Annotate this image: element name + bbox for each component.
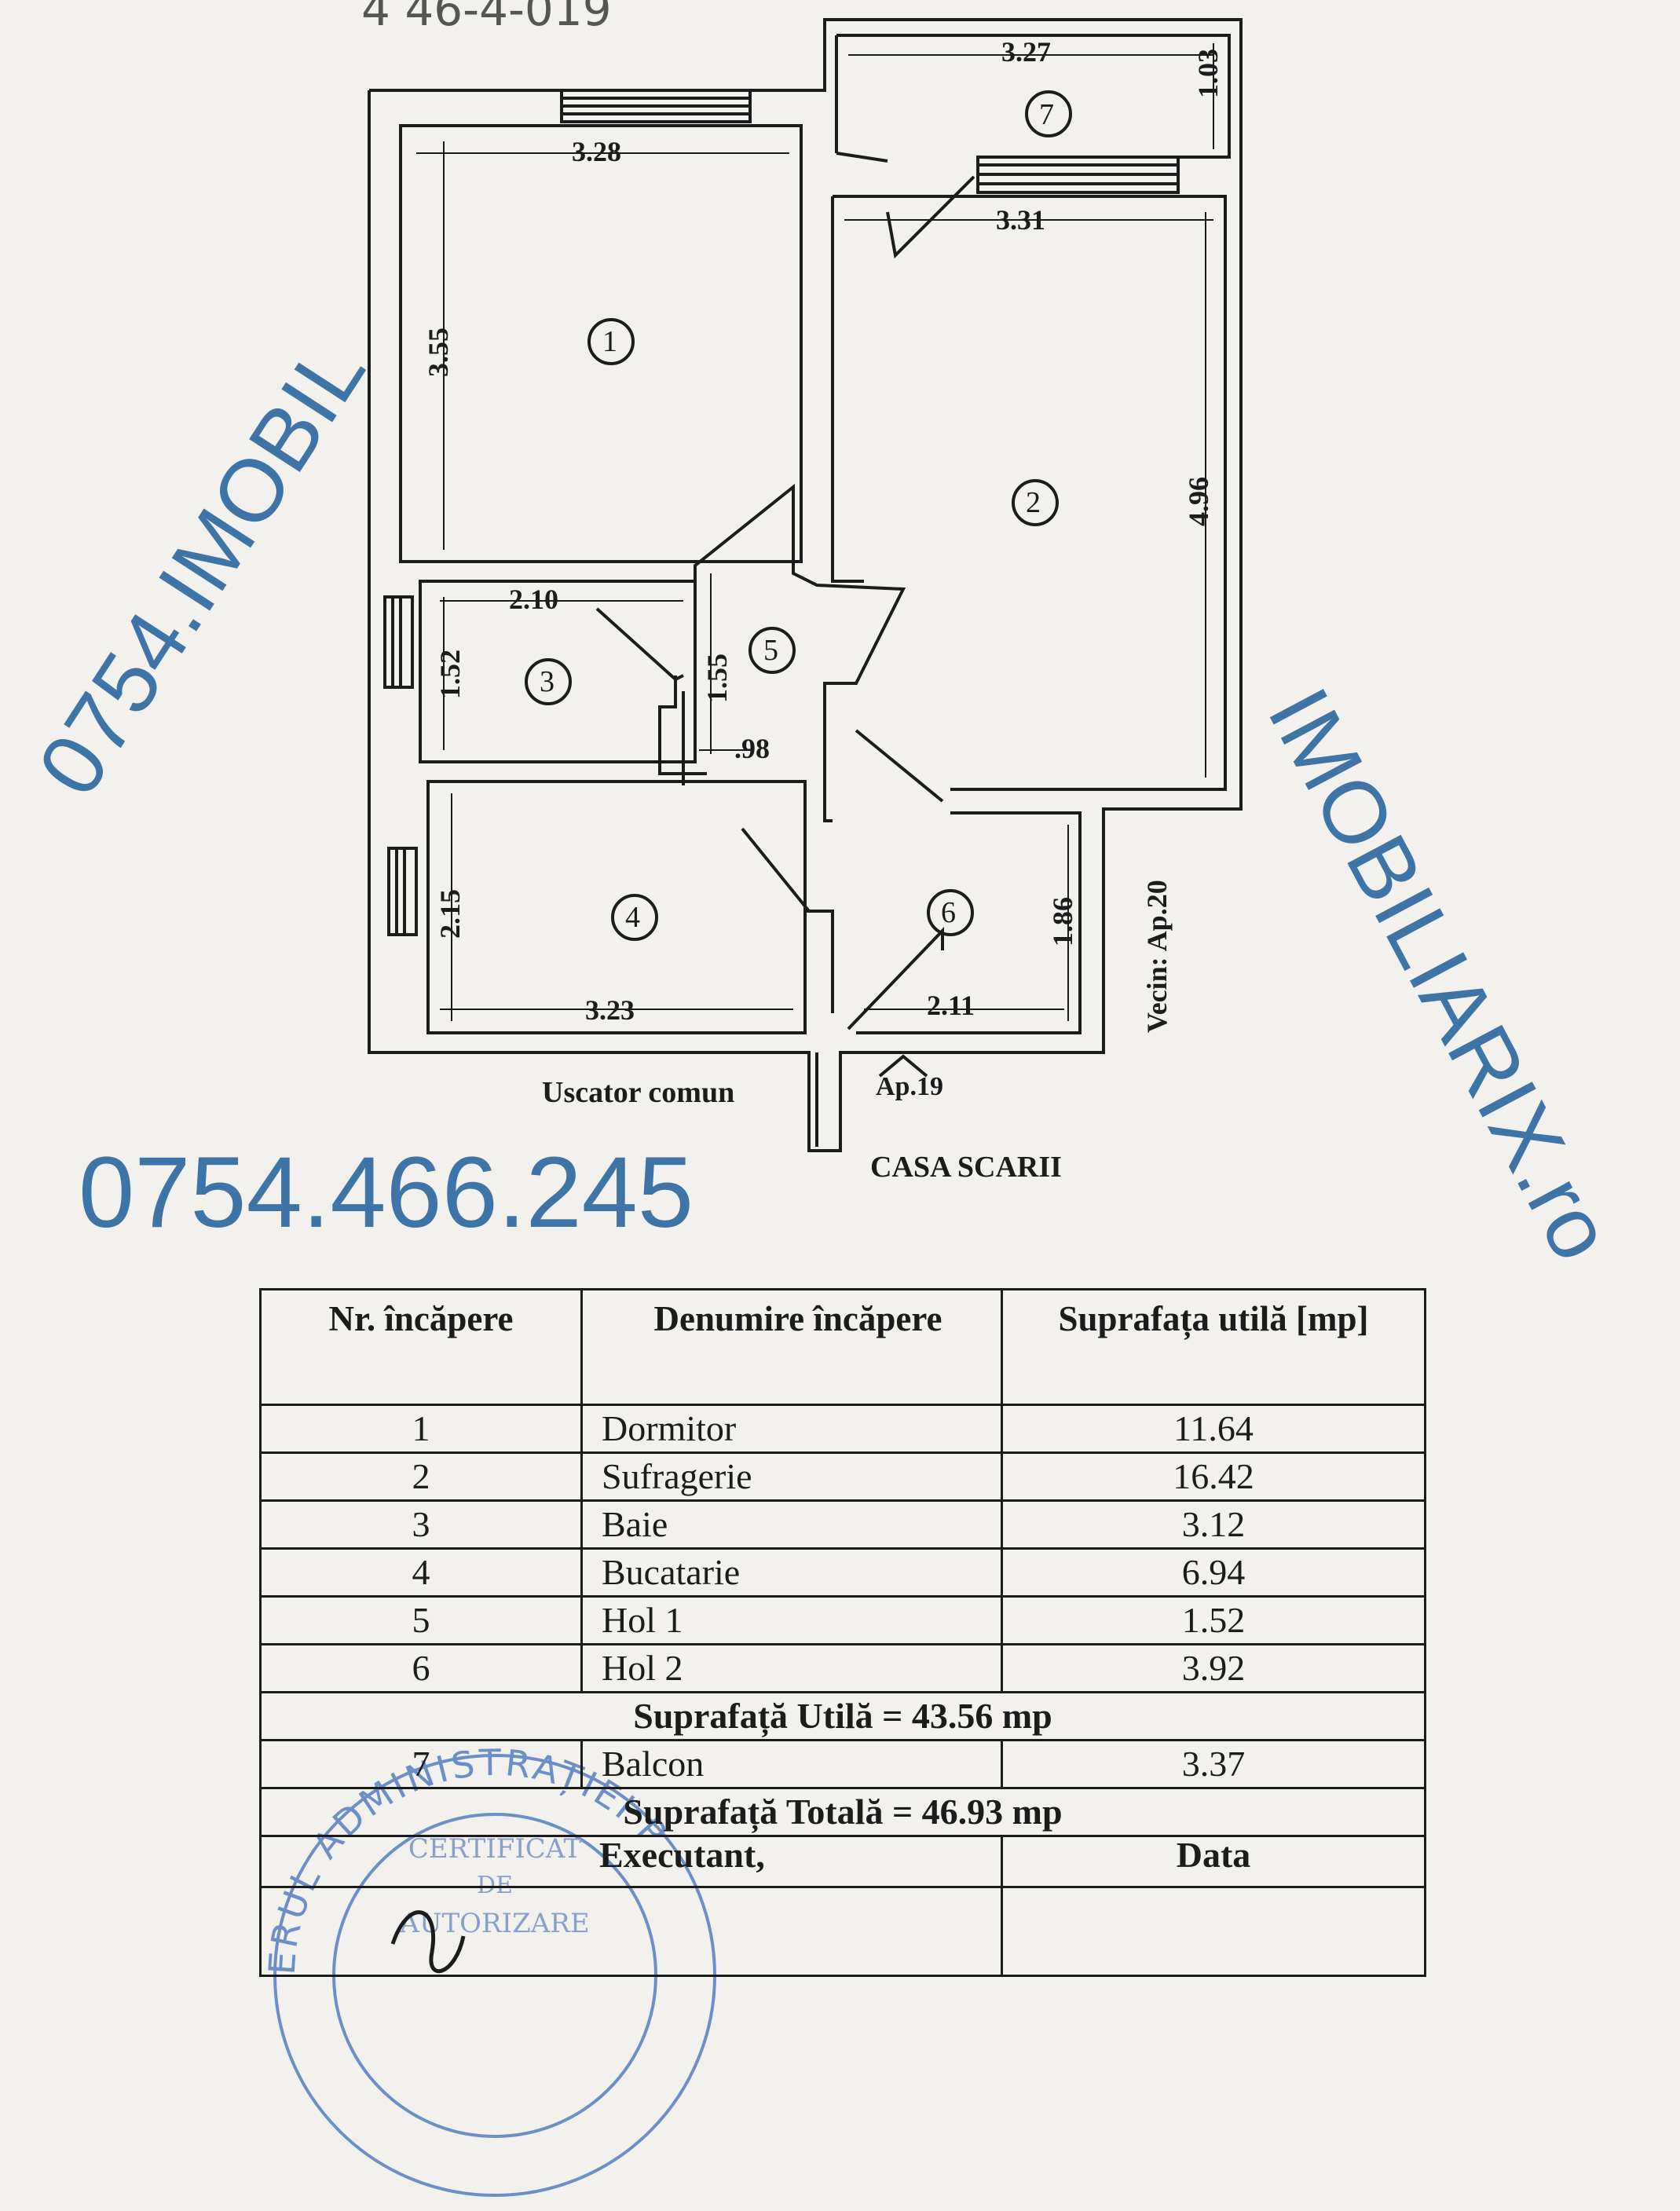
header-name: Denumire încăpere (580, 1288, 1003, 1406)
header-note: 4 46-4-019 (361, 0, 612, 36)
dimension-label: 3.27 (1001, 36, 1051, 68)
cell-name: Balcon (580, 1739, 1003, 1789)
cell-nr: 3 (259, 1499, 583, 1550)
room-2-wall (831, 196, 864, 583)
room-number-7: 7 (1039, 98, 1054, 131)
dimension-label: 1.52 (434, 650, 466, 699)
cell-area: 3.12 (1001, 1499, 1426, 1550)
cell-name: Hol 1 (580, 1595, 1003, 1645)
cell-nr: 2 (259, 1451, 583, 1502)
table-row: 6 Hol 2 3.92 (259, 1643, 1426, 1693)
room-number-3: 3 (540, 665, 555, 698)
table-row-balcon: 7 Balcon 3.37 (259, 1739, 1426, 1789)
room-number-6: 6 (941, 896, 956, 929)
header-nr: Nr. încăpere (259, 1288, 583, 1406)
cell-area: 3.37 (1001, 1739, 1426, 1789)
uscator-label: Uscator comun (542, 1076, 735, 1109)
floor-plan (368, 18, 1243, 1152)
table-row: 2 Sufragerie 16.42 (259, 1451, 1426, 1502)
dimension-label: .98 (734, 733, 770, 764)
cell-name: Sufragerie (580, 1451, 1003, 1502)
balcony-outline (836, 34, 1231, 159)
cell-nr: 5 (259, 1595, 583, 1645)
room-1-outline (399, 124, 803, 563)
dimension-label: 2.11 (927, 990, 975, 1021)
total-area-row: Suprafață Totală = 46.93 mp (259, 1787, 1426, 1837)
room-number-1: 1 (602, 325, 617, 358)
dimension-label: 3.23 (585, 994, 635, 1026)
dimension-label: 3.28 (572, 136, 621, 167)
room-2-outline (833, 195, 1227, 791)
room-number-5: 5 (763, 634, 778, 667)
useful-area-row: Suprafață Utilă = 43.56 mp (259, 1691, 1426, 1741)
dimension-label: 3.55 (423, 328, 454, 377)
dimension-label: 1.55 (701, 653, 733, 703)
header-area: Suprafața utilă [mp] (1001, 1288, 1426, 1406)
cell-area: 11.64 (1001, 1404, 1426, 1454)
cell-name: Bucatarie (580, 1547, 1003, 1598)
dimension-label: 4.96 (1183, 477, 1214, 526)
dimension-label: 1.03 (1192, 49, 1224, 98)
vecin-label: Vecin: Ap.20 (1141, 880, 1173, 1033)
room-6-outline (856, 811, 1082, 1034)
cell-nr: 6 (259, 1643, 583, 1693)
dimension-label: 2.15 (434, 889, 466, 939)
cell-area: 16.42 (1001, 1451, 1426, 1502)
signature-row (259, 1886, 1426, 1977)
casa-scarii-label: CASA SCARII (870, 1151, 1062, 1184)
dimension-label: 2.10 (509, 584, 558, 615)
cell-nr: 4 (259, 1547, 583, 1598)
cell-name: Dormitor (580, 1404, 1003, 1454)
cell-area: 1.52 (1001, 1595, 1426, 1645)
watermark-phone: 0754.466.245 (79, 1137, 694, 1249)
useful-area-total: Suprafață Utilă = 43.56 mp (259, 1691, 1426, 1741)
outer-wall (368, 18, 1243, 1152)
room-number-4: 4 (625, 901, 640, 934)
cell-name: Hol 2 (580, 1643, 1003, 1693)
cell-name: Baie (580, 1499, 1003, 1550)
data-label: Data (1001, 1835, 1426, 1888)
date-cell (1001, 1886, 1426, 1977)
room-3-outline (419, 580, 697, 763)
table-row: 4 Bucatarie 6.94 (259, 1547, 1426, 1598)
dimension-label: 3.31 (996, 204, 1045, 236)
area-table: Nr. încăpere Denumire încăpere Suprafața… (259, 1288, 1426, 1977)
table-row: 5 Hol 1 1.52 (259, 1595, 1426, 1645)
table-row: 1 Dormitor 11.64 (259, 1404, 1426, 1454)
cell-nr: 1 (259, 1404, 583, 1454)
executant-label: Executant, (259, 1835, 1003, 1888)
dimension-label: 1.86 (1047, 897, 1078, 946)
signature-header-row: Executant, Data (259, 1835, 1426, 1888)
cell-area: 6.94 (1001, 1547, 1426, 1598)
cell-nr: 7 (259, 1739, 583, 1789)
table-row: 3 Baie 3.12 (259, 1499, 1426, 1550)
total-area: Suprafață Totală = 46.93 mp (259, 1787, 1426, 1837)
signature-cell (259, 1886, 1003, 1977)
room-number-2: 2 (1026, 486, 1041, 519)
cell-area: 3.92 (1001, 1643, 1426, 1693)
ap19-label: Ap.19 (876, 1072, 943, 1101)
